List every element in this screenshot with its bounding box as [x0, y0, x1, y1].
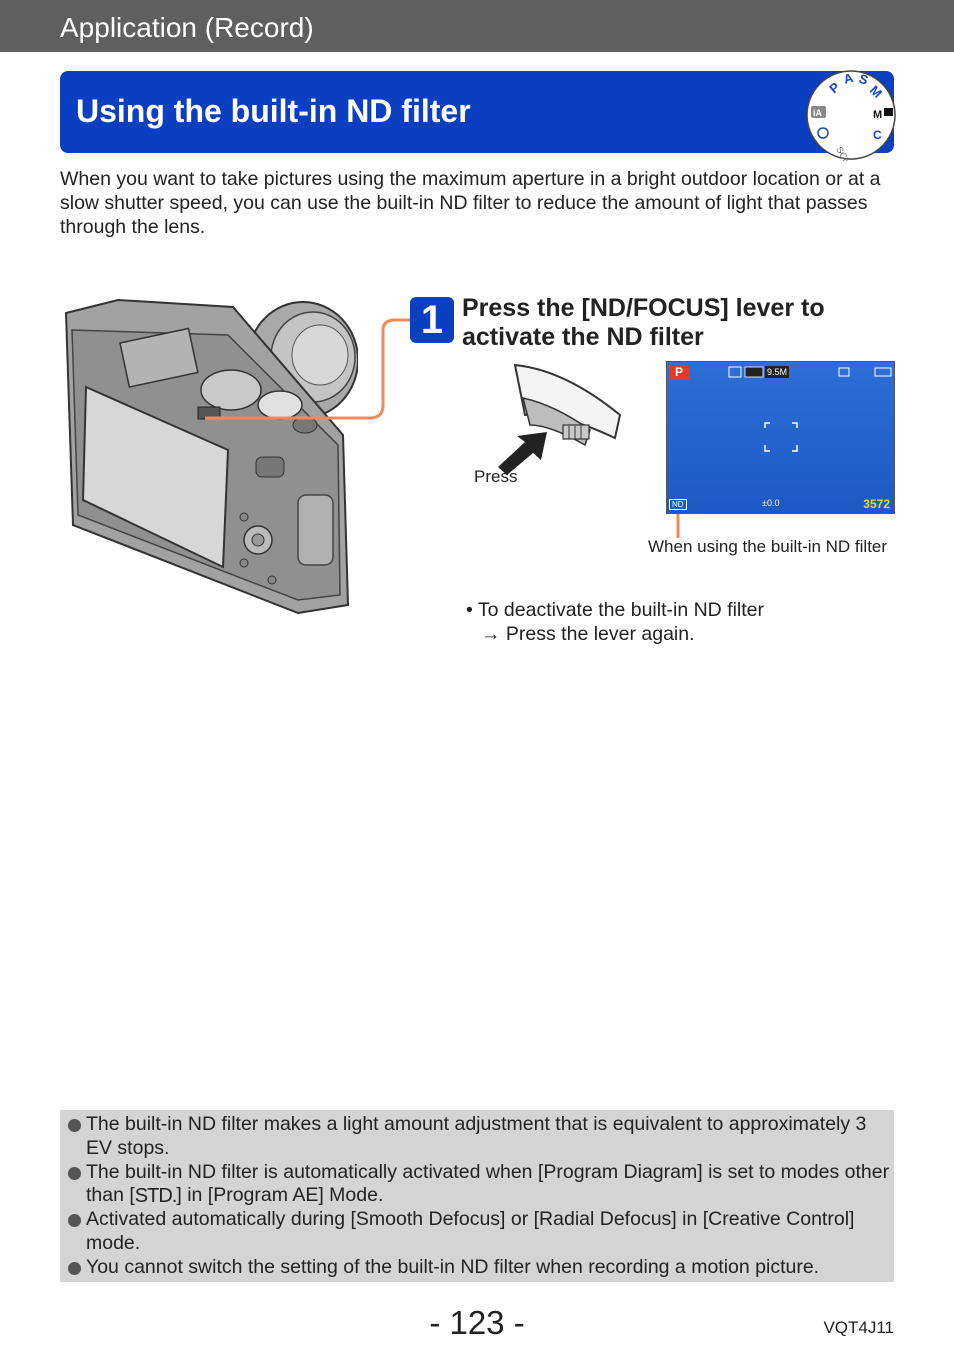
lcd-mode-indicator: P: [669, 365, 689, 380]
step-number-badge: 1: [410, 297, 454, 343]
lcd-nd-indicator: ND: [669, 499, 687, 510]
section-title: Application (Record): [60, 12, 314, 43]
press-arrow-icon: [498, 432, 547, 475]
nd-indicator-caption: When using the built-in ND filter: [648, 537, 888, 556]
notes-box: The built-in ND filter makes a light amo…: [60, 1110, 894, 1282]
svg-text:C: C: [873, 128, 882, 142]
ia-icon: iA: [811, 106, 826, 118]
lcd-shot-count: 3572: [863, 497, 890, 511]
page-title-bar: Using the built-in ND filter: [60, 71, 894, 153]
nd-lever-illustration: [498, 363, 622, 475]
step-title: Press the [ND/FOCUS] lever to activate t…: [462, 294, 825, 351]
svg-text:±0.0: ±0.0: [762, 498, 779, 508]
std-icon: STD.: [134, 1185, 178, 1208]
bullet-icon: [68, 1166, 81, 1180]
bullet-icon: [68, 1119, 81, 1132]
deactivate-instructions: • To deactivate the built-in ND filter →…: [466, 598, 886, 646]
note-item: The built-in ND filter is automatically …: [68, 1161, 894, 1209]
note-item: The built-in ND filter makes a light amo…: [68, 1113, 894, 1161]
af-frame-icon: [764, 422, 798, 452]
camera-illustration: [64, 298, 358, 615]
page-title: Using the built-in ND filter: [76, 93, 471, 129]
deactivate-line-2: → Press the lever again.: [481, 623, 695, 645]
section-header-bar: Application (Record): [0, 0, 954, 52]
mode-dial-icon: P A S M iA M C SCN: [806, 70, 896, 161]
bullet-icon: [68, 1261, 81, 1275]
lcd-picture-size: 9.5M: [765, 366, 790, 378]
press-label: Press: [474, 467, 518, 486]
lcd-screen-preview: ±0.0 P 9.5M ND 3572: [666, 361, 895, 514]
page-number: - 123 -: [429, 1304, 525, 1341]
custom-c-icon: C: [873, 128, 882, 142]
movie-icon: M: [873, 108, 893, 121]
svg-text:M: M: [873, 109, 882, 121]
deactivate-line-1: • To deactivate the built-in ND filter: [466, 599, 765, 621]
creative-icon: [817, 127, 829, 139]
bullet-icon: [68, 1214, 81, 1228]
note-item: You cannot switch the setting of the bui…: [68, 1256, 894, 1280]
intro-paragraph: When you want to take pictures using the…: [60, 168, 881, 238]
mode-dial-a: A: [842, 70, 856, 87]
battery-icon: [874, 367, 892, 377]
document-code: VQT4J11: [823, 1318, 894, 1337]
note-item: Activated automatically during [Smooth D…: [68, 1208, 894, 1256]
svg-text:iA: iA: [813, 108, 823, 118]
